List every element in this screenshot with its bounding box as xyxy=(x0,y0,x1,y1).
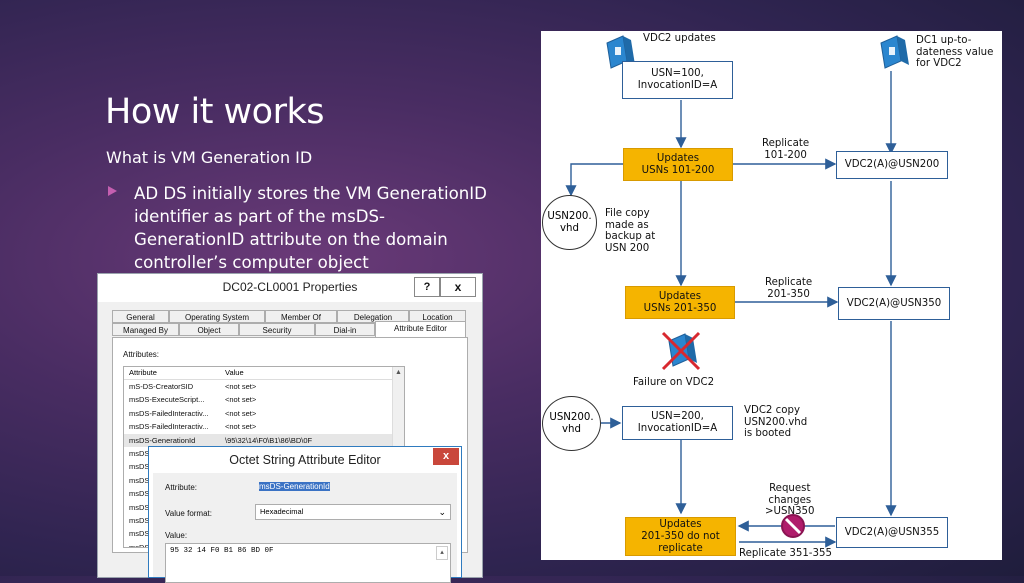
attribute-value-cell: \95\32\14\F0\B1\86\BD\0F xyxy=(225,435,313,445)
attribute-name-cell: msDS-FailedInteractiv... xyxy=(129,408,209,418)
usn200-box: USN=200, InvocationID=A xyxy=(622,406,733,440)
column-value[interactable]: Value xyxy=(225,368,244,377)
attribute-value-cell: <not set> xyxy=(225,382,257,391)
vdc2-usn350-box: VDC2(A)@USN350 xyxy=(838,287,950,320)
updates-1-box: Updates USNs 101-200 xyxy=(623,148,733,181)
scroll-up-icon[interactable]: ▲ xyxy=(436,546,448,560)
attribute-name-cell: msDS xyxy=(129,529,150,539)
tab-delegation[interactable]: Delegation xyxy=(337,310,409,323)
arrow-updates1-to-vhd xyxy=(565,163,623,197)
tab-dial-in[interactable]: Dial-in xyxy=(315,323,375,336)
attribute-name-cell: mS-DS-CreatorSID xyxy=(129,382,194,391)
vdc2-copy-label: VDC2 copy USN200.vhd is booted xyxy=(744,405,808,439)
server-icon-dc1 xyxy=(880,35,909,69)
tab-attribute-editor[interactable]: Attribute Editor xyxy=(375,321,466,337)
attribute-name-cell: msDS xyxy=(129,516,150,525)
tab-member-of[interactable]: Member Of xyxy=(265,310,337,323)
replicate-1-label: Replicate 101-200 xyxy=(762,138,810,161)
tab-managed-by[interactable]: Managed By xyxy=(112,323,179,336)
attribute-name-cell: msDS-ExecuteScript... xyxy=(129,395,205,405)
scroll-up-icon[interactable]: ▲ xyxy=(395,369,402,376)
attribute-name-cell: msDS xyxy=(129,542,150,548)
attribute-name-cell: msDS xyxy=(129,489,150,499)
vdc2-usn355-box: VDC2(A)@USN355 xyxy=(836,517,948,548)
properties-title: DC02-CL0001 Properties xyxy=(222,280,358,294)
column-attribute[interactable]: Attribute xyxy=(129,368,157,377)
attribute-value: msDS-GenerationId xyxy=(259,482,330,491)
value-label: Value: xyxy=(165,531,188,540)
attribute-list-header: Attribute Value xyxy=(124,367,392,380)
request-changes-label: Request changes >USN350 xyxy=(765,483,815,517)
table-row[interactable]: msDS-ExecuteScript... <not set> xyxy=(124,393,392,406)
table-row[interactable]: msDS xyxy=(124,514,392,527)
server-icon-vdc2 xyxy=(606,35,635,69)
attribute-name-cell: msDS xyxy=(129,475,150,485)
bullet-text: AD DS initially stores the VM Generation… xyxy=(134,184,487,272)
table-row[interactable]: msDS xyxy=(124,447,392,460)
table-row[interactable]: msDS xyxy=(124,487,392,500)
table-row[interactable]: msDS-FailedInteractiv... <not set> xyxy=(124,407,392,420)
value-format-value: Hexadecimal xyxy=(260,507,304,516)
tab-object[interactable]: Object xyxy=(179,323,239,336)
value-text: 95 32 14 F0 B1 86 BD 0F xyxy=(170,547,274,555)
attribute-value-cell: <not set> xyxy=(225,408,257,418)
attribute-name-cell: msDS-FailedInteractiv... xyxy=(129,422,209,432)
value-format-select[interactable]: Hexadecimal ⌄ xyxy=(255,504,451,520)
updates-2-box: Updates USNs 201-350 xyxy=(625,286,735,319)
tab-general[interactable]: General xyxy=(112,310,169,323)
attribute-name-cell: msDS xyxy=(129,462,150,472)
chevron-down-icon: ⌄ xyxy=(438,507,446,517)
table-row[interactable]: msDS xyxy=(124,460,392,473)
slide-title: How it works xyxy=(105,92,325,132)
attributes-label: Attributes: xyxy=(123,350,160,359)
attribute-value-cell: <not set> xyxy=(225,422,257,432)
octet-editor-body: Attribute: msDS-GenerationId Value forma… xyxy=(153,473,457,583)
table-row[interactable]: msDS xyxy=(124,501,392,514)
table-row[interactable]: msDS xyxy=(124,527,392,540)
vhd-circle-2: USN200. vhd xyxy=(542,396,601,451)
dc1-label: DC1 up-to- dateness value for VDC2 xyxy=(916,35,994,69)
replicate-2-label: Replicate 201-350 xyxy=(765,277,813,300)
slide-subtitle: What is VM Generation ID xyxy=(106,148,313,167)
updates-3-box: Updates 201-350 do not replicate xyxy=(625,517,736,556)
tab-security[interactable]: Security xyxy=(239,323,315,336)
attribute-value-cell: <not set> xyxy=(225,395,257,405)
octet-editor-title: Octet String Attribute Editor xyxy=(229,453,381,467)
value-format-label: Value format: xyxy=(165,509,212,518)
table-row[interactable]: mS-DS-CreatorSID <not set> xyxy=(124,380,392,393)
replicate-3-label: Replicate 351-355 xyxy=(739,548,832,559)
table-row[interactable]: msDS xyxy=(124,541,392,548)
blocked-icon xyxy=(781,514,805,538)
vdc2-usn200-box: VDC2(A)@USN200 xyxy=(836,151,948,179)
usn100-box: USN=100, InvocationID=A xyxy=(622,61,733,99)
file-copy-label: File copy made as backup at USN 200 xyxy=(605,208,656,254)
bullet-arrow-icon xyxy=(108,186,117,196)
diagram-connectors xyxy=(565,35,909,548)
table-row[interactable]: msDS-GenerationId \95\32\14\F0\B1\86\BD\0… xyxy=(124,433,392,447)
value-textarea[interactable]: 95 32 14 F0 B1 86 BD 0F ▲ xyxy=(165,543,451,583)
attribute-name-cell: msDS xyxy=(129,449,150,458)
attribute-label: Attribute: xyxy=(165,483,198,492)
failure-label: Failure on VDC2 xyxy=(633,377,715,388)
table-row[interactable]: msDS xyxy=(124,474,392,487)
replication-diagram: VDC2 updates DC1 up-to- dateness value f… xyxy=(541,31,1002,560)
properties-titlebar: DC02-CL0001 Properties ? x xyxy=(98,274,482,302)
octet-close-button[interactable]: x xyxy=(433,448,459,465)
vhd-circle-1: USN200. vhd xyxy=(542,195,597,250)
failed-server-icon xyxy=(661,331,701,371)
attribute-name-cell: msDS-GenerationId xyxy=(129,435,196,445)
tab-operating-system[interactable]: Operating System xyxy=(169,310,265,323)
vdc2-updates-label: VDC2 updates xyxy=(643,33,716,44)
octet-editor-dialog: Octet String Attribute Editor x Attribut… xyxy=(148,446,462,583)
table-row[interactable]: msDS-FailedInteractiv... <not set> xyxy=(124,420,392,433)
close-button[interactable]: x xyxy=(440,277,476,297)
help-button[interactable]: ? xyxy=(414,277,440,297)
attribute-name-cell: msDS xyxy=(129,502,150,512)
octet-editor-titlebar: Octet String Attribute Editor x xyxy=(149,447,461,473)
